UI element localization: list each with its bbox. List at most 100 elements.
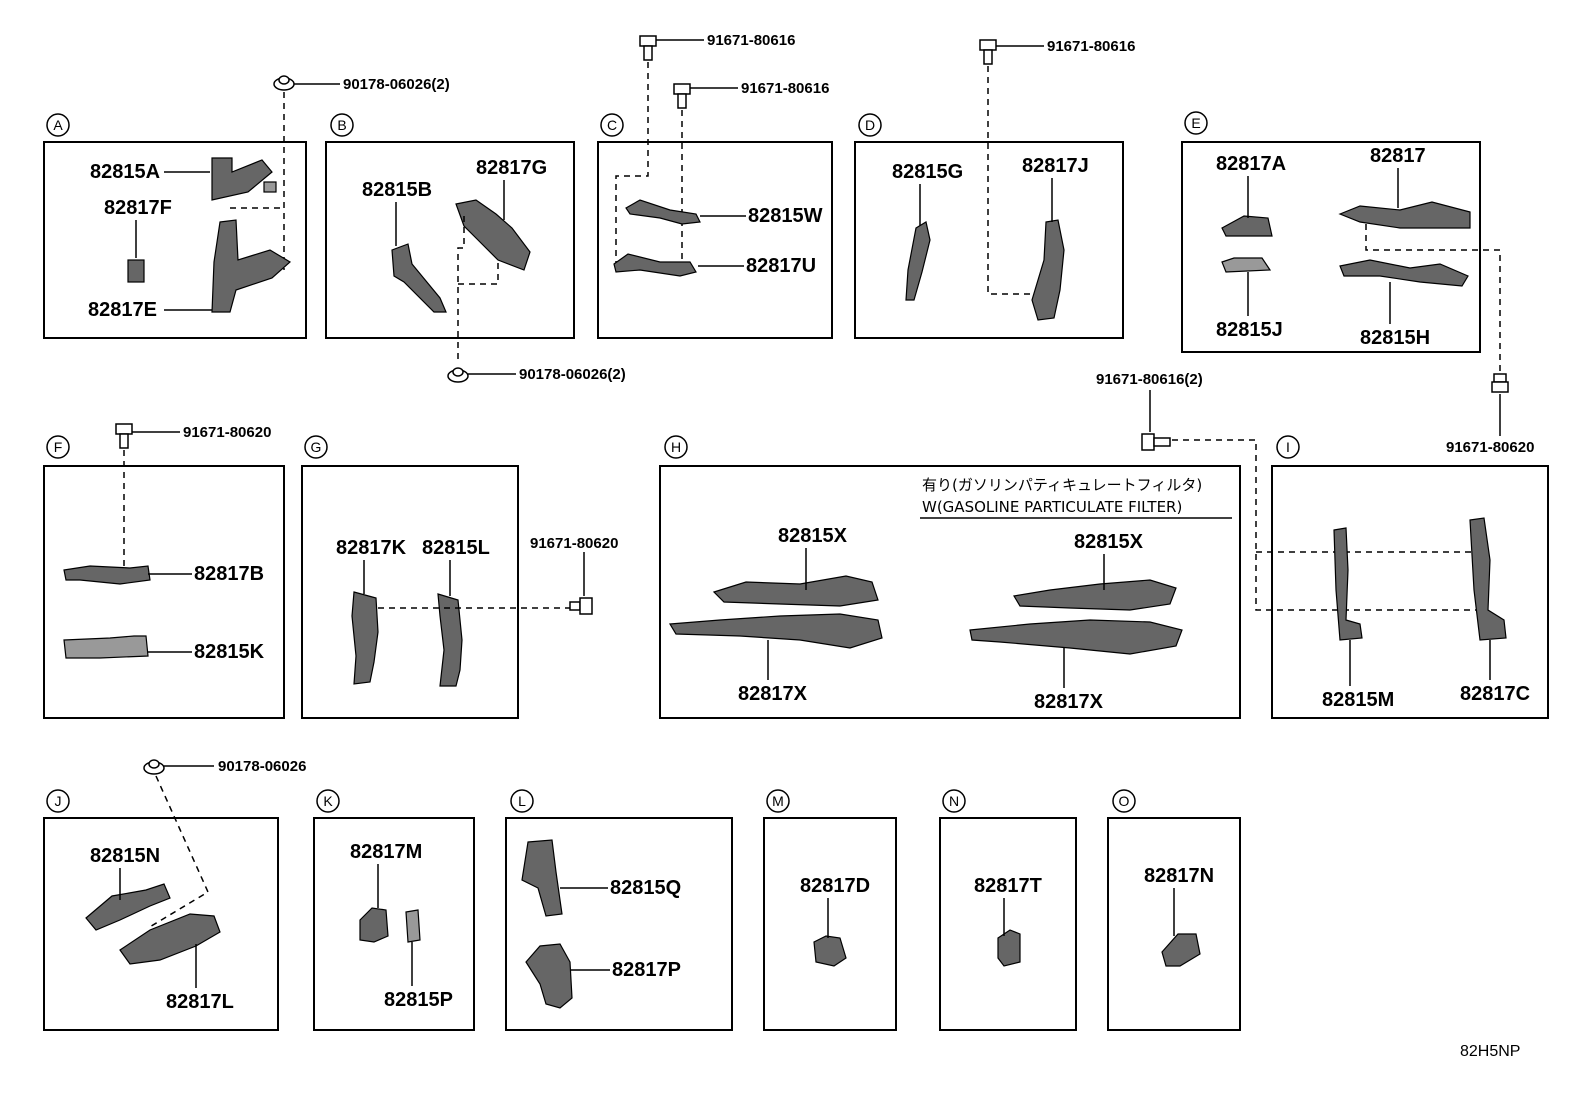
bolt-icon xyxy=(673,83,691,109)
nut-icon xyxy=(447,367,469,383)
section-a-letter: A xyxy=(53,117,63,133)
section-c: C 91671-80616 91671-80616 82815W 82817U xyxy=(597,32,833,339)
fastener-label: 91671-80620 xyxy=(183,424,271,441)
section-m-box xyxy=(763,817,897,1031)
bolt-icon xyxy=(979,39,997,65)
section-h-letter: H xyxy=(671,439,681,455)
part-82815l[interactable] xyxy=(437,593,463,687)
section-o-marker xyxy=(1112,789,1136,813)
part-82817b[interactable] xyxy=(63,565,151,585)
part-82817m[interactable] xyxy=(359,907,389,943)
section-h: H 有り(ガソリンパティキュレートフィルタ) W(GASOLINE PARTIC… xyxy=(659,435,1241,719)
part-label: 82817U xyxy=(746,255,816,277)
part-label: 82815G xyxy=(892,161,963,183)
part-label: 82817 xyxy=(1370,145,1426,167)
nut-icon xyxy=(143,759,165,775)
part-label: 82815L xyxy=(422,537,490,559)
section-b-marker xyxy=(330,113,354,137)
section-n-box xyxy=(939,817,1077,1031)
part-82815x-std[interactable] xyxy=(712,575,879,607)
part-82817x-std[interactable] xyxy=(668,613,883,649)
part-82817p[interactable] xyxy=(525,943,573,1009)
part-82817g[interactable] xyxy=(455,199,531,271)
part-82815b[interactable] xyxy=(391,243,447,313)
part-82817t[interactable] xyxy=(997,929,1021,967)
section-m: M 82817D xyxy=(763,789,897,1031)
part-label: 82815N xyxy=(90,845,160,867)
fastener-label: 91671-80616 xyxy=(741,80,829,97)
part-label: 82817E xyxy=(88,299,157,321)
part-82817k[interactable] xyxy=(351,591,379,685)
section-n: N 82817T xyxy=(939,789,1077,1031)
part-82817f[interactable] xyxy=(127,259,145,283)
part-label: 82815P xyxy=(384,989,453,1011)
part-82815a[interactable] xyxy=(211,157,273,201)
part-82815k[interactable] xyxy=(63,635,149,659)
section-k-box xyxy=(313,817,475,1031)
part-82817e[interactable] xyxy=(211,219,292,313)
part-label: 82817X xyxy=(738,683,808,705)
part-82817u[interactable] xyxy=(613,253,697,277)
part-82815g[interactable] xyxy=(905,221,931,301)
part-82817d[interactable] xyxy=(813,935,847,967)
part-label: 82817L xyxy=(166,991,234,1013)
part-label: 82817X xyxy=(1034,691,1104,713)
section-b: B 82815B 82817G 90178-06026(2) xyxy=(325,113,626,383)
part-82817c[interactable] xyxy=(1469,517,1507,641)
section-g-letter: G xyxy=(311,439,322,455)
section-g-marker xyxy=(304,435,328,459)
part-82817j[interactable] xyxy=(1031,219,1065,321)
section-i-letter: I xyxy=(1286,439,1290,455)
part-82817x-gpf[interactable] xyxy=(969,619,1183,655)
part-82817n[interactable] xyxy=(1161,933,1201,967)
part-label: 82817T xyxy=(974,875,1042,897)
part-label: 82817N xyxy=(1144,865,1214,887)
section-d: D 91671-80616 82815G 82817J xyxy=(854,38,1135,339)
bolt-icon xyxy=(1491,373,1509,393)
part-label: 82815A xyxy=(90,161,160,183)
section-o-letter: O xyxy=(1119,793,1130,809)
section-o-box xyxy=(1107,817,1241,1031)
section-d-letter: D xyxy=(865,117,875,133)
section-j-letter: J xyxy=(55,793,62,809)
section-l: L 82815Q 82817P xyxy=(505,789,733,1031)
part-label: 82815K xyxy=(194,641,265,663)
section-k: K 82817M 82815P xyxy=(313,789,475,1031)
fastener-label: 90178-06026 xyxy=(218,758,306,775)
part-82815p[interactable] xyxy=(405,909,421,943)
section-c-marker xyxy=(600,113,624,137)
section-n-marker xyxy=(942,789,966,813)
bolt-icon xyxy=(569,597,593,615)
part-82815q[interactable] xyxy=(521,839,563,917)
part-label: 82815J xyxy=(1216,319,1283,341)
part-82817[interactable] xyxy=(1338,201,1471,229)
part-label: 82815H xyxy=(1360,327,1430,349)
section-a-marker xyxy=(46,113,70,137)
fastener-label: 90178-06026(2) xyxy=(519,366,626,383)
part-82817a[interactable] xyxy=(1221,215,1273,237)
part-82815m[interactable] xyxy=(1333,527,1363,641)
part-82815x-gpf[interactable] xyxy=(1013,579,1177,611)
section-l-marker xyxy=(510,789,534,813)
section-h-box xyxy=(659,465,1241,719)
part-82815w[interactable] xyxy=(625,199,701,225)
part-label: 82815B xyxy=(362,179,432,201)
part-label: 82817D xyxy=(800,875,870,897)
section-m-marker xyxy=(766,789,790,813)
section-c-letter: C xyxy=(607,117,617,133)
section-h-marker xyxy=(664,435,688,459)
part-label: 82815M xyxy=(1322,689,1394,711)
part-82815h[interactable] xyxy=(1339,259,1469,287)
part-label: 82817J xyxy=(1022,155,1089,177)
gpf-note-en: W(GASOLINE PARTICULATE FILTER) xyxy=(922,498,1182,516)
section-b-box xyxy=(325,141,575,339)
part-82815n[interactable] xyxy=(85,883,171,931)
part-82817l[interactable] xyxy=(119,913,221,965)
section-j-box xyxy=(43,817,279,1031)
section-e-box xyxy=(1181,141,1481,353)
section-l-box xyxy=(505,817,733,1031)
part-82815j[interactable] xyxy=(1221,257,1272,273)
section-f-box xyxy=(43,465,285,719)
section-e-marker xyxy=(1184,111,1208,135)
